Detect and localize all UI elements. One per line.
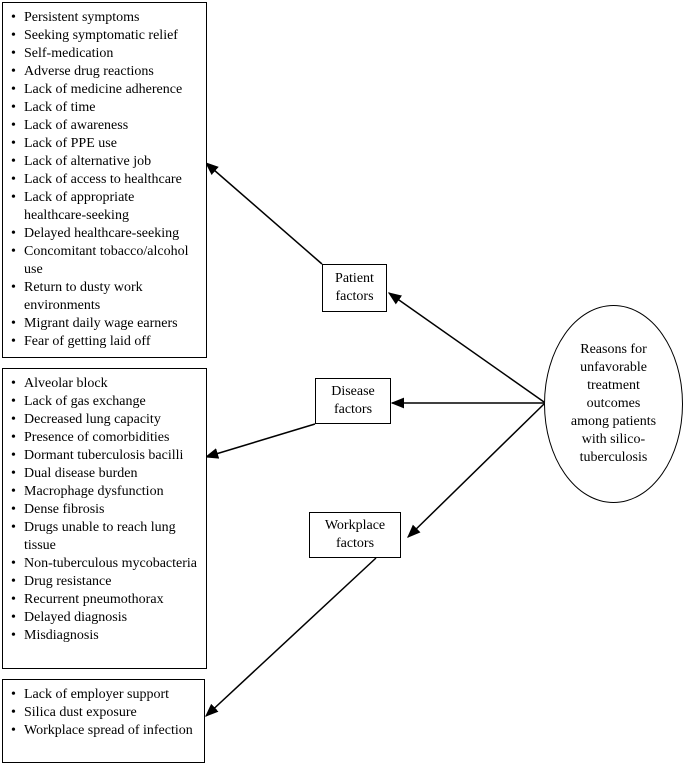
disease-factor-item: Macrophage dysfunction: [9, 483, 200, 501]
patient-factor-item: Migrant daily wage earners: [9, 315, 200, 333]
disease-factors-list-box: Alveolar blockLack of gas exchangeDecrea…: [2, 368, 207, 669]
disease-factor-item: Presence of comorbidities: [9, 429, 200, 447]
patient-factor-item: Self-medication: [9, 45, 200, 63]
arrow-center-to-patient: [387, 292, 545, 403]
patient-factor-item: Lack of medicine adherence: [9, 81, 200, 99]
disease-factor-item: Misdiagnosis: [9, 627, 200, 645]
workplace-factors-list-box: Lack of employer supportSilica dust expo…: [2, 679, 205, 763]
arrow-disease-to-box: [204, 423, 316, 459]
arrow-workplace-to-box: [205, 557, 377, 717]
center-line-3: treatment: [587, 378, 640, 393]
workplace-factors-line-1: Workplace: [324, 518, 386, 533]
disease-factor-item: Alveolar block: [9, 375, 200, 393]
disease-factor-item: Non-tuberculous mycobacteria: [9, 555, 200, 573]
workplace-factors-line-2: factors: [335, 536, 375, 551]
center-line-4: outcomes: [586, 396, 641, 411]
patient-factor-item: Seeking symptomatic relief: [9, 27, 200, 45]
disease-factor-item: Decreased lung capacity: [9, 411, 200, 429]
workplace-factor-item: Workplace spread of infection: [9, 722, 198, 740]
workplace-factors-list: Lack of employer supportSilica dust expo…: [9, 686, 198, 740]
disease-factor-item: Drug resistance: [9, 573, 200, 591]
center-line-6: with silico-: [581, 432, 646, 447]
disease-factor-item: Dormant tuberculosis bacilli: [9, 447, 200, 465]
disease-factor-item: Dense fibrosis: [9, 501, 200, 519]
central-reasons-node: Reasons for unfavorable treatment outcom…: [544, 305, 683, 503]
patient-factor-item: Return to dusty work environments: [9, 279, 200, 315]
disease-factors-line-1: Disease: [331, 384, 375, 399]
workplace-factors-node: Workplace factors: [309, 512, 401, 558]
patient-factors-list: Persistent symptomsSeeking symptomatic r…: [9, 9, 200, 351]
center-line-1: Reasons for: [580, 342, 647, 357]
arrow-center-to-workplace: [407, 403, 545, 538]
patient-factor-item: Delayed healthcare-seeking: [9, 225, 200, 243]
patient-factor-item: Lack of PPE use: [9, 135, 200, 153]
patient-factors-node: Patient factors: [322, 264, 387, 312]
center-line-2: unfavorable: [580, 360, 647, 375]
patient-factors-list-box: Persistent symptomsSeeking symptomatic r…: [2, 2, 207, 358]
patient-factors-line-2: factors: [335, 289, 374, 304]
disease-factors-node: Disease factors: [315, 378, 391, 424]
patient-factor-item: Lack of alternative job: [9, 153, 200, 171]
disease-factor-item: Drugs unable to reach lung tissue: [9, 519, 200, 555]
patient-factor-item: Lack of time: [9, 99, 200, 117]
disease-factors-line-2: factors: [333, 402, 373, 417]
patient-factor-item: Adverse drug reactions: [9, 63, 200, 81]
arrow-patient-to-box: [204, 162, 323, 265]
patient-factor-item: Concomitant tobacco/alcohol use: [9, 243, 200, 279]
disease-factor-item: Lack of gas exchange: [9, 393, 200, 411]
disease-factor-item: Dual disease burden: [9, 465, 200, 483]
patient-factor-item: Persistent symptoms: [9, 9, 200, 27]
disease-factor-item: Delayed diagnosis: [9, 609, 200, 627]
patient-factors-line-1: Patient: [335, 271, 374, 286]
workplace-factor-item: Silica dust exposure: [9, 704, 198, 722]
workplace-factor-item: Lack of employer support: [9, 686, 198, 704]
patient-factor-item: Fear of getting laid off: [9, 333, 200, 351]
center-line-7: tuberculosis: [579, 450, 648, 465]
center-line-5: among patients: [570, 414, 657, 429]
patient-factor-item: Lack of appropriate healthcare-seeking: [9, 189, 200, 225]
disease-factor-item: Recurrent pneumothorax: [9, 591, 200, 609]
patient-factor-item: Lack of access to healthcare: [9, 171, 200, 189]
patient-factor-item: Lack of awareness: [9, 117, 200, 135]
disease-factors-list: Alveolar blockLack of gas exchangeDecrea…: [9, 375, 200, 645]
